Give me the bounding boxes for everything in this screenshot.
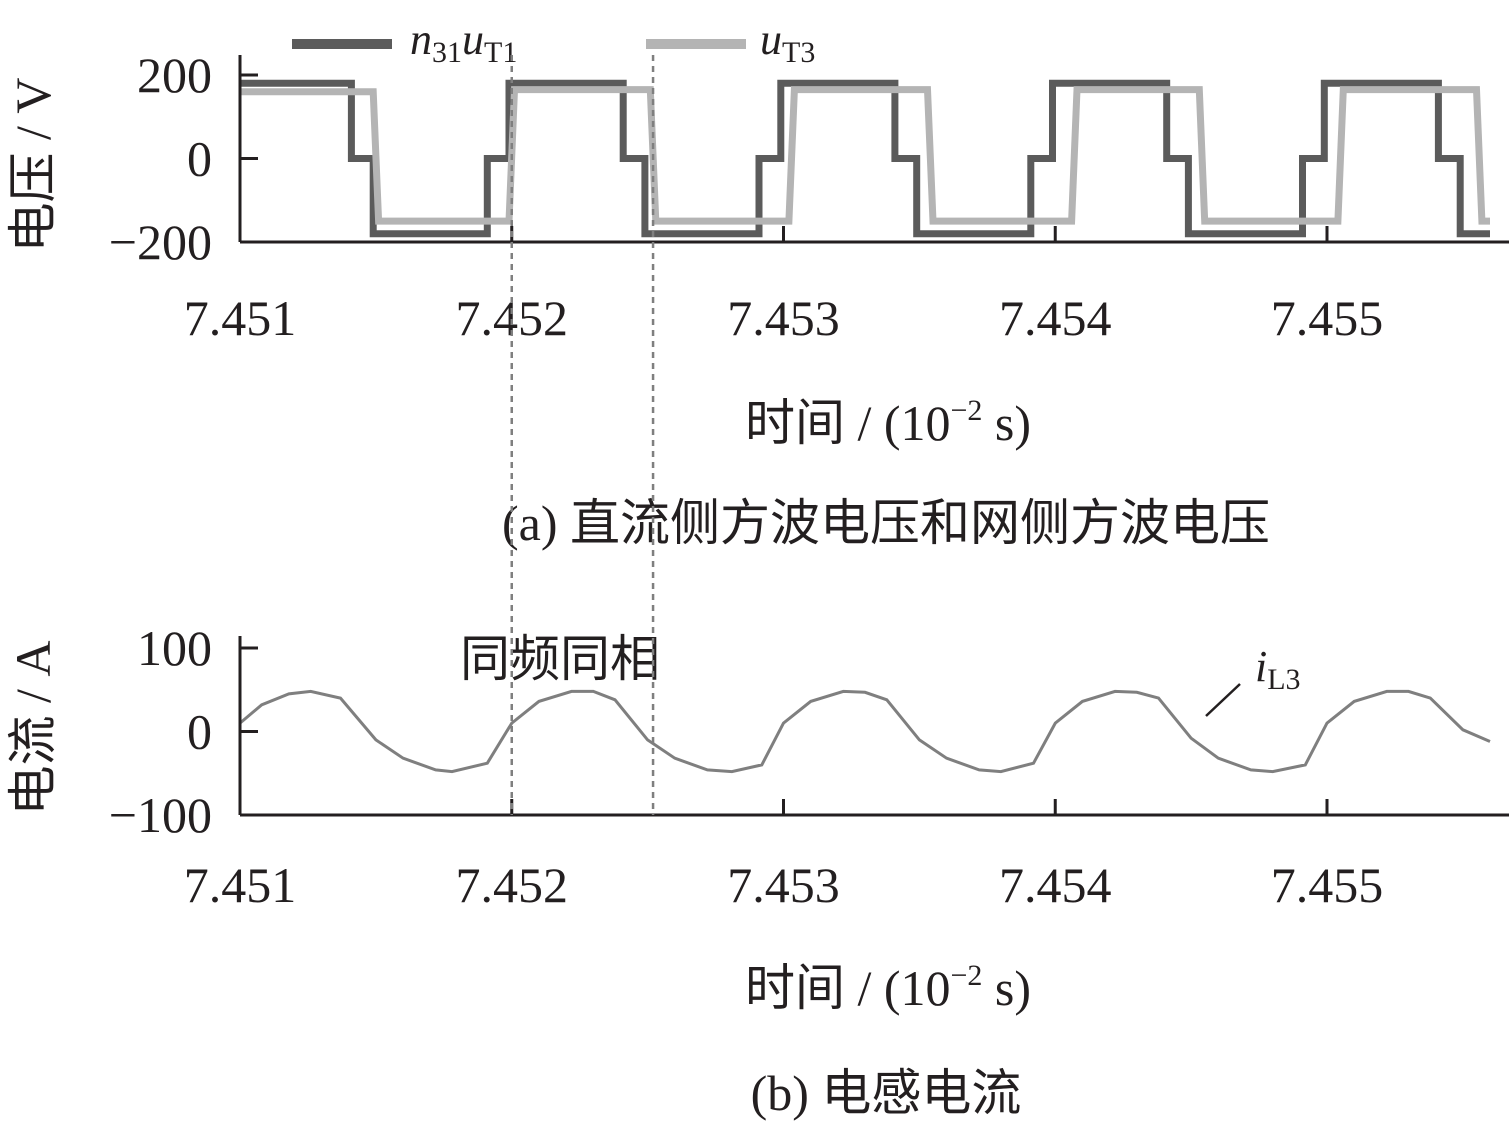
bottom-x-tick-label: 7.452 <box>456 857 569 913</box>
curve-annotation-iL3: iL3 <box>1205 642 1301 717</box>
top-y-tick-label: 200 <box>137 47 212 103</box>
legend-label-n31uT1: n31uT1 <box>410 15 517 69</box>
top-x-axis-label: 时间 / (10−2 s) <box>745 394 1031 451</box>
top-legend: n31uT1 uT3 <box>292 15 815 69</box>
phase-annotation: 同频同相 <box>460 631 660 687</box>
bottom-y-tick-label: 0 <box>187 704 212 760</box>
curve-annotation-label: iL3 <box>1255 642 1301 696</box>
bottom-y-tick-label: 100 <box>137 620 212 676</box>
top-series-line-n31uT1 <box>240 79 1490 238</box>
top-y-tick-label: 0 <box>187 131 212 187</box>
bottom-plot-area <box>239 689 1491 774</box>
bottom-x-axis-label: 时间 / (10−2 s) <box>745 959 1031 1016</box>
bottom-x-tick-label: 7.455 <box>1271 857 1384 913</box>
bottom-y-axis-label: 电流 / A <box>5 641 61 816</box>
legend-label-uT3: uT3 <box>760 15 815 69</box>
top-x-tick-label: 7.454 <box>999 290 1112 346</box>
top-y-tick-label: −200 <box>109 214 212 270</box>
bottom-panel: 100 0 −100 7.451 7.452 7.453 7.454 7.455 电流 / A… <box>5 620 1509 1121</box>
top-x-tick-label: 7.455 <box>1271 290 1384 346</box>
curve-annotation-pointer <box>1205 683 1241 717</box>
bottom-series-line-iL3 <box>239 689 1491 774</box>
phase-markers <box>510 55 655 815</box>
top-x-tick-label: 7.453 <box>727 290 840 346</box>
top-plot-area <box>240 79 1490 238</box>
top-x-tick-label: 7.451 <box>184 290 297 346</box>
bottom-y-tick-label: −100 <box>109 787 212 843</box>
bottom-x-tick-label: 7.453 <box>727 857 840 913</box>
top-caption: (a) 直流侧方波电压和网侧方波电压 <box>502 495 1270 551</box>
top-series-line-uT3 <box>240 86 1490 225</box>
bottom-caption: (b) 电感电流 <box>751 1065 1022 1121</box>
bottom-x-tick-label: 7.451 <box>184 857 297 913</box>
bottom-ticks: 100 0 −100 7.451 7.452 7.453 7.454 7.455 <box>109 620 1383 913</box>
bottom-x-tick-label: 7.454 <box>999 857 1112 913</box>
top-y-axis-label: 电压 / V <box>5 78 61 253</box>
